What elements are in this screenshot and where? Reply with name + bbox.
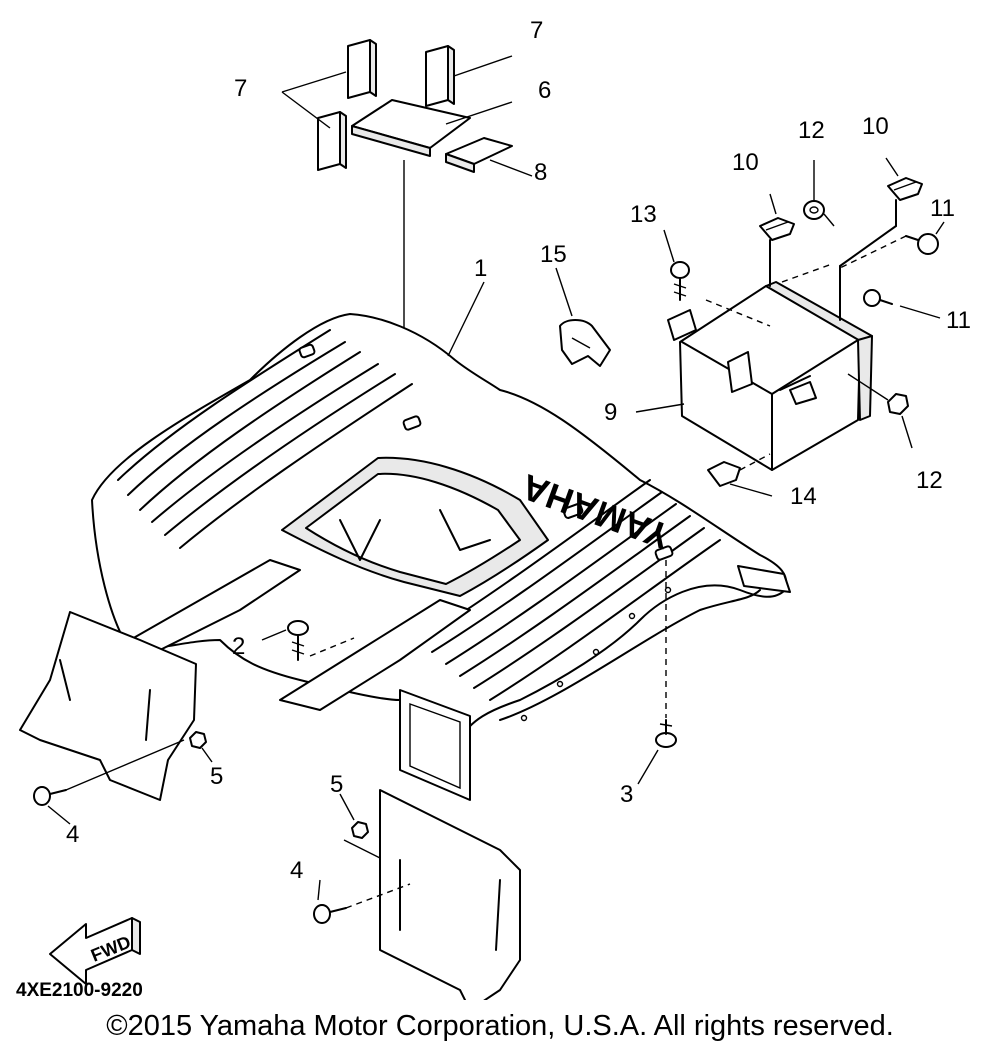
bolt-3 (655, 719, 677, 748)
screw-11-upper (905, 233, 939, 255)
callout-15: 15 (540, 241, 567, 268)
callout-7-left: 7 (234, 75, 247, 102)
callout-5-left: 5 (210, 763, 223, 790)
bolt-2 (287, 620, 309, 661)
pad-6 (351, 99, 471, 157)
callout-13: 13 (630, 201, 657, 228)
callout-7-right: 7 (530, 17, 543, 44)
rear-fender: YAMAHA (19, 313, 791, 1000)
callout-3: 3 (620, 781, 633, 808)
clip-10-right (887, 177, 923, 201)
screw-4-right (313, 904, 347, 924)
callout-8: 8 (534, 159, 547, 186)
callout-10-right: 10 (862, 113, 889, 140)
clamp-15 (559, 319, 611, 367)
license-plate-frame (399, 689, 471, 801)
nut-5-left (189, 731, 207, 749)
callout-12-lower: 12 (916, 467, 943, 494)
callout-6: 6 (538, 77, 551, 104)
callout-4-right: 4 (290, 857, 303, 884)
callout-2: 2 (232, 633, 245, 660)
pad-7-top-left (347, 39, 377, 99)
pad-7-lower-left (317, 111, 347, 171)
callout-4-left: 4 (66, 821, 79, 848)
diagram-part-code: 4XE2100-9220 (16, 980, 143, 1000)
callout-12-upper: 12 (798, 117, 825, 144)
callout-5-right: 5 (330, 771, 343, 798)
copyright-notice: ©2015 Yamaha Motor Corporation, U.S.A. A… (106, 1010, 894, 1042)
pad-8 (445, 137, 513, 173)
washer-12-upper (803, 200, 825, 220)
callout-11-upper: 11 (930, 195, 955, 222)
callout-14: 14 (790, 483, 817, 510)
callout-1: 1 (474, 255, 487, 282)
screw-4-left (33, 786, 67, 806)
callout-11-lower: 11 (946, 307, 971, 334)
tool-box-9 (667, 281, 873, 471)
nut-12-lower (887, 393, 909, 415)
callout-9: 9 (604, 399, 617, 426)
clip-14 (707, 453, 771, 487)
nut-5-right (351, 821, 369, 839)
rear-fender-exploded-diagram: YAMAHA (16, 17, 971, 1000)
clip-10-left (759, 217, 795, 241)
screw-11-lower (863, 289, 893, 307)
bolt-13 (670, 261, 690, 301)
fwd-arrow-icon: FWD (49, 917, 141, 985)
pad-7-top-right (425, 45, 455, 107)
callout-10-left: 10 (732, 149, 759, 176)
